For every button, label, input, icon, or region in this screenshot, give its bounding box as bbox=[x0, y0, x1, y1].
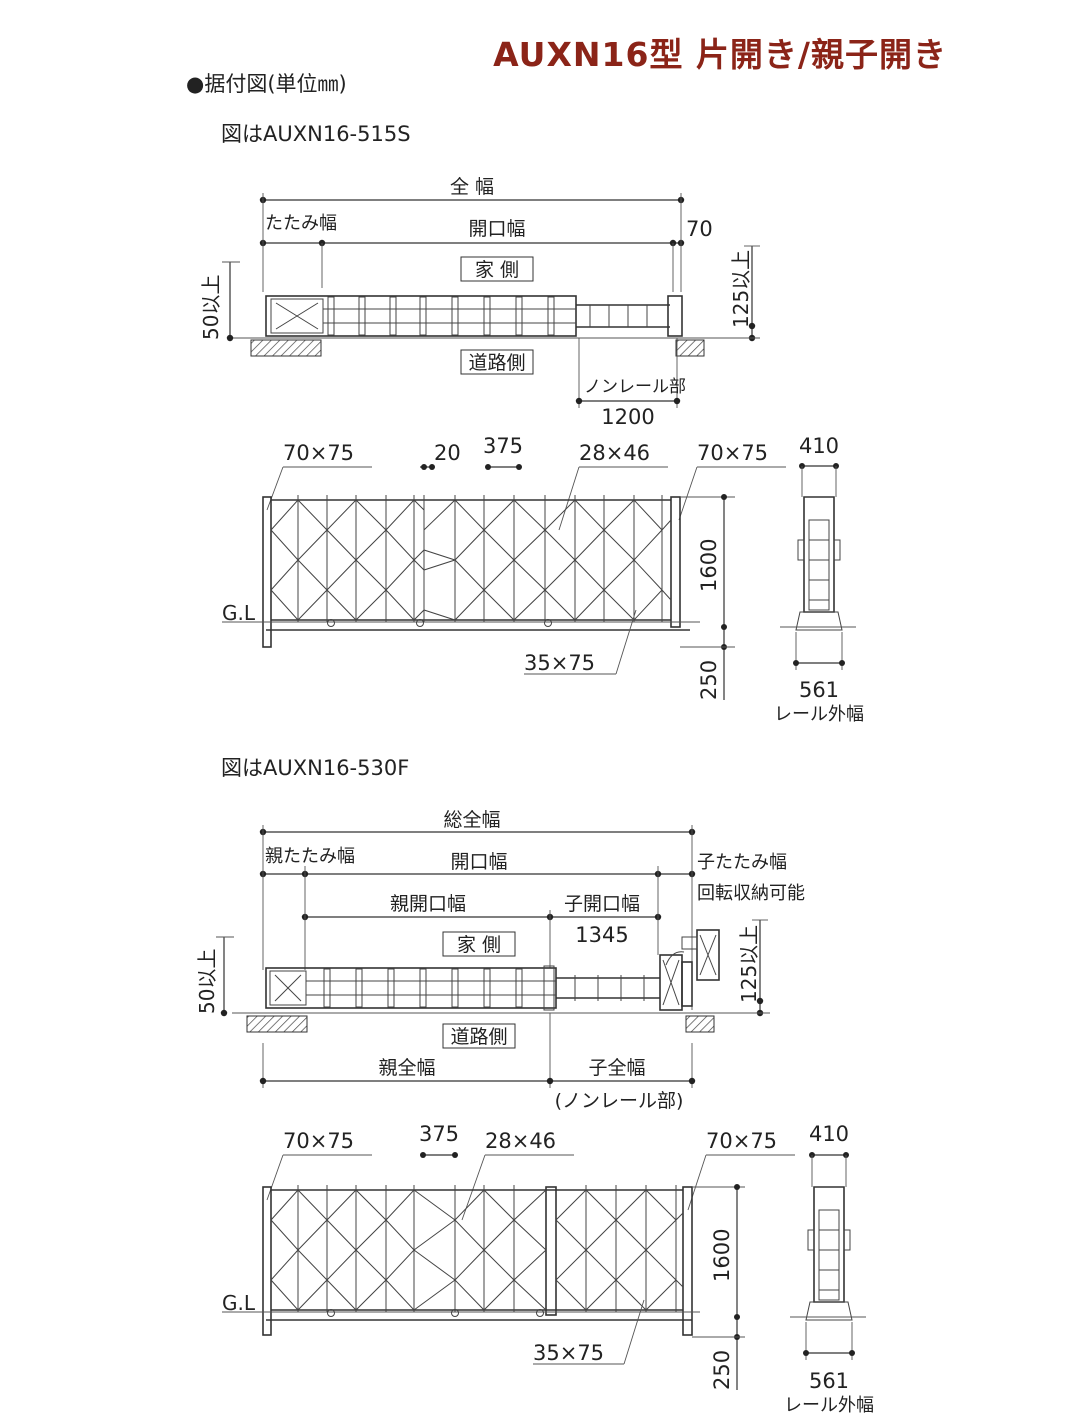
child-total-label: 子全幅 bbox=[588, 1057, 645, 1079]
diagram1-caption: 図はAUXN16-515S bbox=[221, 122, 411, 146]
elev2-bottom: 35×75 bbox=[533, 1341, 604, 1365]
min-125-label-2: 125以上 bbox=[737, 925, 761, 1003]
elev1-pitch: 375 bbox=[483, 434, 523, 458]
min-50-label-2: 50以上 bbox=[195, 949, 219, 1014]
elev1-post-left: 70×75 bbox=[283, 441, 354, 465]
elev1-dim-20: 20 bbox=[434, 441, 461, 465]
dim-1200: 1200 bbox=[601, 405, 654, 429]
dim-70: 70 bbox=[686, 217, 713, 241]
opening-width-label-2: 開口幅 bbox=[450, 851, 507, 873]
dim-1345: 1345 bbox=[575, 923, 628, 947]
rotate-store-label: 回転収納可能 bbox=[697, 883, 805, 904]
elev1-gl: G.L bbox=[222, 601, 256, 625]
diagram1-elevation: 70×75 20 375 28×46 70×75 G.L bbox=[222, 434, 786, 700]
child-open-label: 子開口幅 bbox=[564, 893, 640, 915]
elev1-depth: 250 bbox=[697, 660, 721, 700]
diagram1-side: 410 561 レール外幅 bbox=[774, 434, 864, 725]
overall-width-label: 全 幅 bbox=[450, 176, 494, 198]
side1-width: 410 bbox=[799, 434, 839, 458]
parent-fold-label: 親たたみ幅 bbox=[265, 846, 355, 867]
min-125-label: 125以上 bbox=[729, 250, 753, 328]
elev2-pitch: 375 bbox=[419, 1122, 459, 1146]
elev2-depth: 250 bbox=[710, 1350, 734, 1390]
elev2-post-right: 70×75 bbox=[706, 1129, 777, 1153]
road-side-label: 道路側 bbox=[468, 352, 525, 374]
min-50-label: 50以上 bbox=[199, 275, 223, 340]
house-side-label: 家 側 bbox=[475, 259, 519, 281]
side2-rail-label: レール外幅 bbox=[784, 1395, 874, 1416]
diagram2-elevation: 70×75 375 28×46 70×75 G.L bbox=[222, 1122, 795, 1390]
page-title: AUXN16型 片開き/親子開き bbox=[493, 35, 947, 74]
fold-width-label: たたみ幅 bbox=[265, 213, 337, 234]
elev1-post-right: 70×75 bbox=[697, 441, 768, 465]
elev2-post-left: 70×75 bbox=[283, 1129, 354, 1153]
road-side-label-2: 道路側 bbox=[450, 1026, 507, 1048]
section-title: ●据付図(単位㎜) bbox=[186, 72, 347, 96]
non-rail-label-2: (ノンレール部) bbox=[555, 1090, 684, 1112]
elev1-member: 28×46 bbox=[579, 441, 650, 465]
diagram2-plan: 総全幅 親たたみ幅 開口幅 子たたみ幅 回転収納可能 親開口幅 子開口幅 134… bbox=[195, 809, 805, 1112]
total-width-label: 総全幅 bbox=[443, 809, 500, 831]
non-rail-label: ノンレール部 bbox=[584, 377, 686, 397]
side2-rail-width: 561 bbox=[809, 1369, 849, 1393]
elev2-member: 28×46 bbox=[485, 1129, 556, 1153]
side2-width: 410 bbox=[809, 1122, 849, 1146]
elev1-height: 1600 bbox=[697, 539, 721, 592]
side1-rail-label: レール外幅 bbox=[774, 704, 864, 725]
side1-rail-width: 561 bbox=[799, 678, 839, 702]
diagram2-side: 410 561 レール外幅 bbox=[784, 1122, 874, 1416]
elev2-gl: G.L bbox=[222, 1291, 256, 1315]
parent-open-label: 親開口幅 bbox=[390, 893, 466, 915]
house-side-label-2: 家 側 bbox=[457, 934, 501, 956]
parent-total-label: 親全幅 bbox=[378, 1057, 435, 1079]
elev1-bottom: 35×75 bbox=[524, 651, 595, 675]
child-fold-label: 子たたみ幅 bbox=[697, 852, 787, 873]
opening-width-label: 開口幅 bbox=[468, 218, 525, 240]
diagram2-caption: 図はAUXN16-530F bbox=[221, 756, 410, 780]
diagram1-plan: 全 幅 たたみ幅 開口幅 70 家 側 bbox=[199, 176, 760, 429]
elev2-height: 1600 bbox=[710, 1229, 734, 1282]
